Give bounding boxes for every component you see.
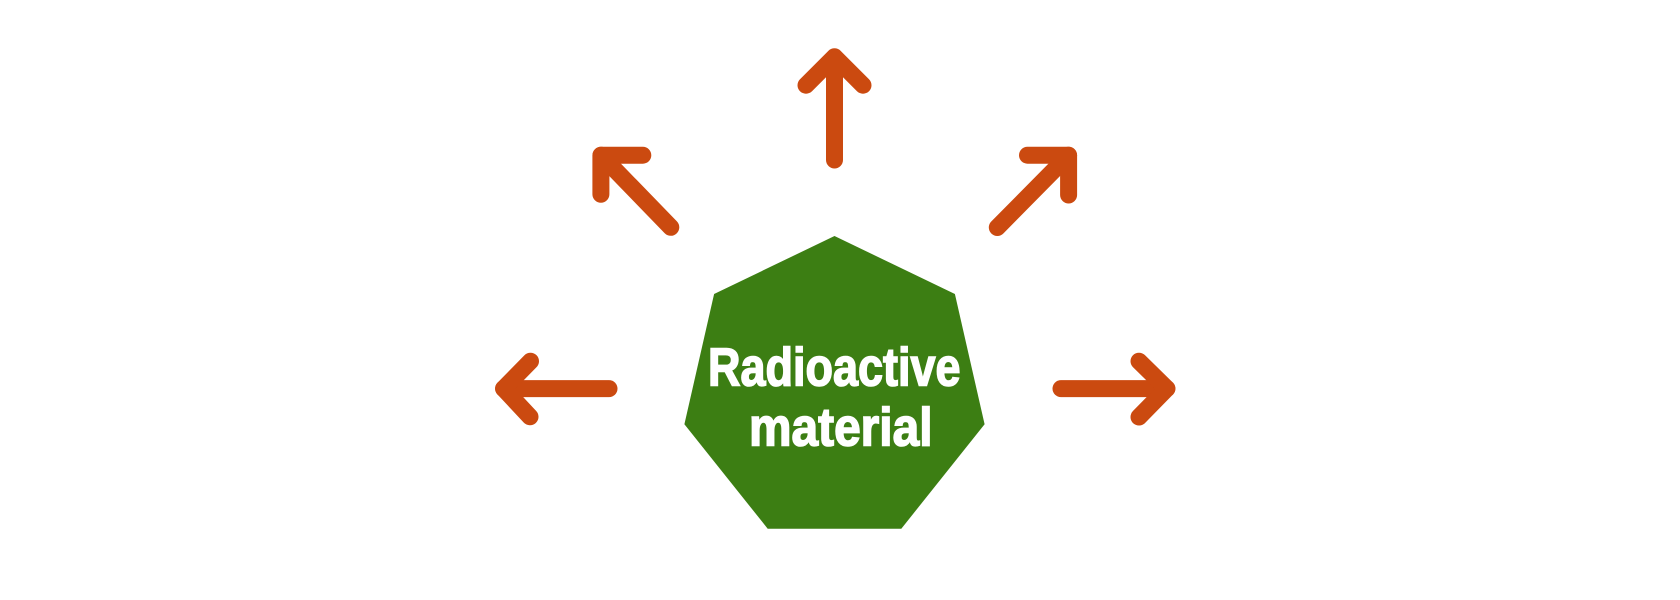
svg-text:Radioactive: Radioactive xyxy=(708,337,961,397)
svg-text:material: material xyxy=(749,398,933,458)
